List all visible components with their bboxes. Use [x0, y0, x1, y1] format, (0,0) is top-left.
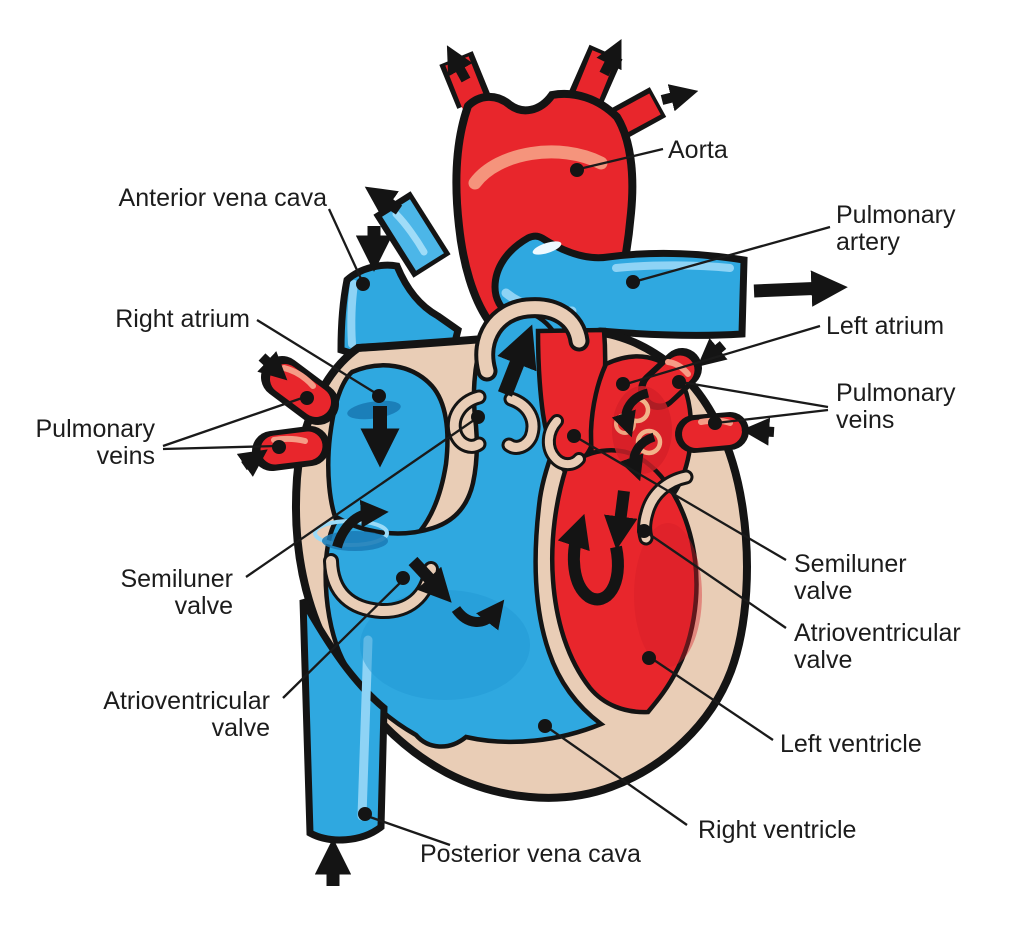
leader-pulmonary-artery: [636, 225, 831, 283]
flow-arrow-aorta-branch-2: [596, 38, 622, 77]
flow-arrow-pulmonary-artery-out: [753, 270, 848, 307]
label-pulmonary-veins-right-1: Pulmonary: [836, 379, 956, 407]
leader-atrioventricular-valve-left: [282, 578, 405, 699]
flow-arrow-pulmonary-trunk-up: [497, 324, 537, 397]
label-left-ventricle: Left ventricle: [780, 730, 922, 758]
flow-arrow-through-mitral: [604, 490, 638, 550]
flow-arrow-aorta-branch-3: [660, 84, 699, 112]
leader-left-atrium: [625, 324, 821, 386]
leader-right-atrium: [256, 319, 378, 395]
dot-atrioventricular-valve-right: [637, 524, 651, 538]
dot-left-ventricle: [642, 651, 656, 665]
labels: Anterior vena cava Right atrium Pulmonar…: [36, 136, 961, 868]
label-pulmonary-artery-2: artery: [836, 228, 900, 256]
pulmonary-vein-stubs: [252, 348, 749, 471]
leader-semilunar-valve-right: [575, 436, 787, 561]
dot-aorta: [570, 163, 584, 177]
dot-atrioventricular-valve-left: [396, 571, 410, 585]
pulmonary-vein-right-upper: [645, 355, 695, 404]
dot-pulmonary-vein-right-upper: [672, 375, 686, 389]
dot-left-atrium: [616, 377, 630, 391]
leader-pulmonary-veins-right-1: [680, 380, 829, 409]
pulmonary-vein-left-lower-highlight: [271, 435, 308, 444]
label-anterior-vena-cava: Anterior vena cava: [119, 184, 328, 212]
leader-left-ventricle: [650, 657, 774, 741]
aorta-branch-3: [612, 93, 661, 135]
flow-arrow-right-atrium-curl: [332, 499, 389, 549]
dot-anterior-vena-cava: [356, 277, 370, 291]
flow-arrow-pulmonary-vein-left-upper: [257, 351, 288, 381]
dot-pulmonary-vein-right-lower: [708, 416, 722, 430]
anterior-vena-cava-highlight: [347, 280, 358, 348]
label-atrioventricular-valve-left-1: Atrioventricular: [103, 687, 270, 715]
leader-anterior-vena-cava: [327, 208, 364, 282]
label-posterior-vena-cava: Posterior vena cava: [420, 840, 641, 868]
label-semilunar-valve-right-1: Semiluner: [794, 550, 907, 578]
label-atrioventricular-valve-right-1: Atrioventricular: [794, 619, 961, 647]
leader-lines: [162, 147, 831, 847]
dot-pulmonary-artery: [626, 275, 640, 289]
flow-arrow-left-pulmonary-artery-out: [364, 186, 403, 217]
label-aorta: Aorta: [668, 136, 728, 164]
pulmonary-vein-right-upper-highlight: [665, 359, 691, 377]
pulmonary-valve-right-cusp: [504, 394, 538, 452]
leader-aorta: [578, 147, 664, 171]
flow-arrow-right-ventricle-curl: [451, 599, 505, 631]
pulmonary-artery-highlight-2: [612, 261, 734, 272]
label-semilunar-valve-left-1: Semiluner: [120, 565, 233, 593]
aorta-highlight: [468, 145, 608, 190]
posterior-vena-cava-highlight: [357, 635, 373, 821]
right-atrium-shade: [322, 531, 388, 551]
dot-right-atrium: [372, 389, 386, 403]
label-atrioventricular-valve-left-2: valve: [212, 714, 270, 742]
dot-semilunar-valve-right: [567, 429, 581, 443]
pulmonary-vein-right-lower: [682, 417, 742, 448]
label-pulmonary-artery-1: Pulmonary: [836, 201, 956, 229]
leader-semilunar-valve-left: [245, 417, 478, 578]
dot-pulmonary-vein-left-lower: [272, 440, 286, 454]
leader-atrioventricular-valve-right: [645, 531, 787, 629]
dot-pulmonary-vein-left-upper: [300, 391, 314, 405]
flow-arrow-left-ventricle-curl: [557, 513, 624, 606]
pulmonary-valve-ring: [478, 301, 586, 378]
label-atrioventricular-valve-right-2: valve: [794, 646, 852, 674]
leader-pulmonary-veins-right-2: [715, 408, 829, 425]
leader-pulmonary-veins-left-2: [162, 444, 278, 451]
flow-arrow-pulmonary-vein-right-upper: [697, 338, 728, 367]
label-pulmonary-veins-right-2: veins: [836, 406, 894, 434]
flow-arrow-left-atrium-curl-2: [619, 432, 656, 482]
flow-arrow-aorta-branch-1: [446, 45, 473, 83]
label-semilunar-valve-right-2: valve: [794, 577, 852, 605]
leader-pulmonary-veins-left-1: [162, 395, 306, 448]
dot-right-ventricle: [538, 719, 552, 733]
label-right-ventricle: Right ventricle: [698, 816, 856, 844]
leader-posterior-vena-cava: [366, 814, 451, 847]
pulmonary-valve-left-cusp: [449, 392, 484, 451]
flow-arrow-pulmonary-vein-left-lower: [236, 449, 268, 477]
aortic-valve-cusp: [544, 417, 583, 469]
label-pulmonary-veins-left-2: veins: [97, 442, 155, 470]
flow-arrows: [236, 38, 848, 886]
dot-semilunar-valve-left: [471, 410, 485, 424]
label-pulmonary-veins-left-1: Pulmonary: [36, 415, 156, 443]
label-right-atrium: Right atrium: [115, 305, 250, 333]
label-semilunar-valve-left-2: valve: [175, 592, 233, 620]
label-left-atrium: Left atrium: [826, 312, 944, 340]
pulmonary-artery-gloss: [532, 241, 562, 255]
dot-posterior-vena-cava: [358, 807, 372, 821]
leader-right-ventricle: [546, 726, 688, 826]
flow-arrow-pulmonary-vein-right-lower: [741, 417, 775, 446]
left-pulmonary-artery-stub-highlight: [392, 210, 428, 256]
flow-arrow-left-atrium-curl-1: [611, 388, 650, 438]
flow-arrow-into-right-ventricle: [408, 556, 452, 603]
